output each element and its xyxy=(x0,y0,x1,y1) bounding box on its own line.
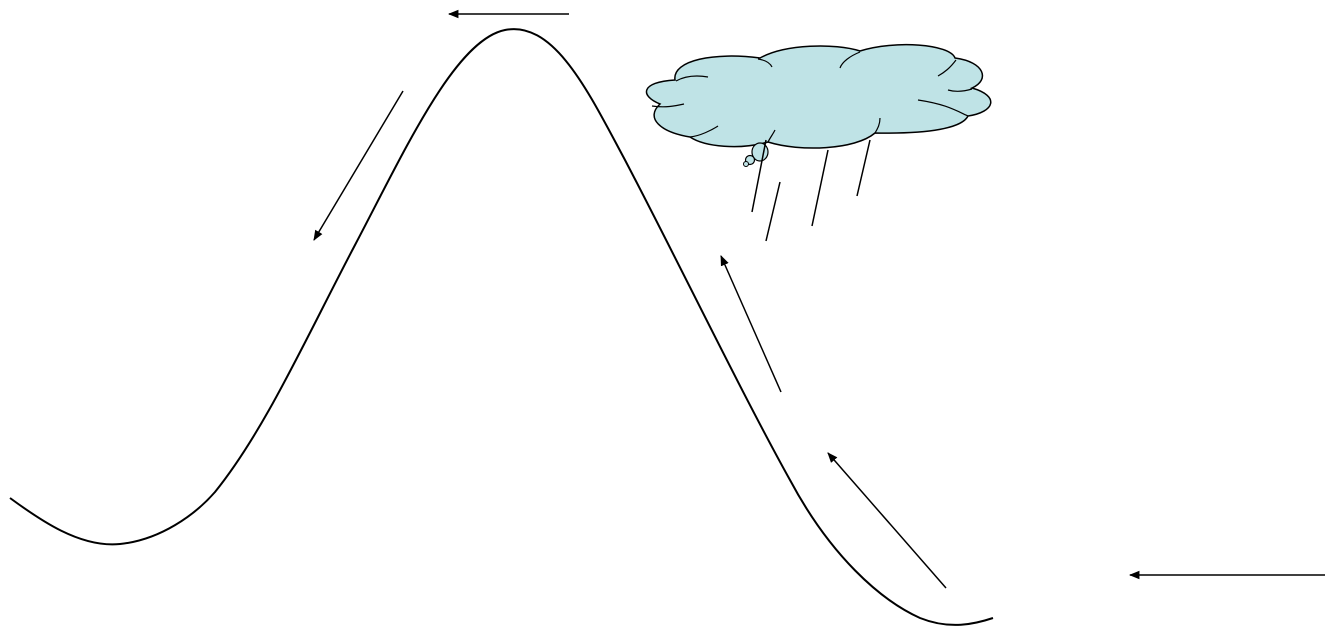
wind-arrow-windward-upper xyxy=(721,256,781,392)
wind-arrow-leeward xyxy=(314,91,403,240)
rain-cloud xyxy=(646,45,990,148)
wind-arrow-windward-lower xyxy=(828,453,946,588)
rain-streaks xyxy=(752,140,870,241)
